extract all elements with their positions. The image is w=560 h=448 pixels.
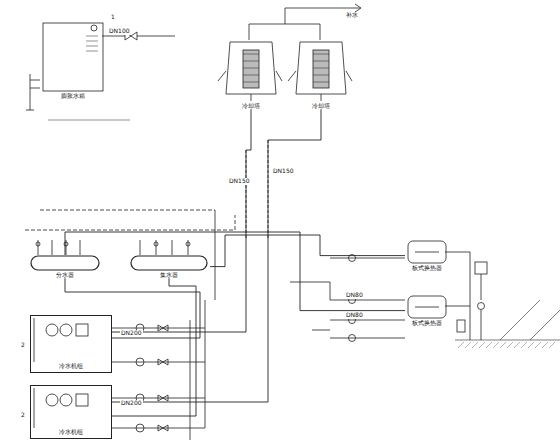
node-label: 集水器 [128, 271, 210, 278]
water-header: 分水器 [28, 255, 102, 278]
ground-hatch [458, 342, 464, 348]
node-label: 膨胀水箱 [40, 92, 106, 99]
callout-number: 1 [110, 14, 116, 21]
pipe-connector [112, 109, 321, 402]
pipe-connector [112, 109, 251, 332]
ground-hatch [514, 342, 520, 348]
pipe-label: DN80 [345, 312, 364, 319]
ground-hatch [465, 342, 471, 348]
ground-hatch [493, 342, 499, 348]
node-label: 板式换热器 [405, 264, 449, 271]
ground-hatch [549, 342, 555, 348]
expansion-tank: 膨胀水箱 [40, 22, 106, 99]
node-label: 冷水机组 [31, 428, 111, 435]
header-figure [30, 255, 100, 271]
pipe-label: DN80 [345, 292, 364, 299]
heat-exchanger: 板式换热器 [405, 240, 449, 271]
ground-hatch [528, 342, 534, 348]
chiller-box: 冷水机组 [30, 315, 112, 373]
node-label: 冷却塔 [222, 102, 280, 109]
pipe-connector [65, 232, 405, 311]
node-label: 板式换热器 [405, 319, 449, 326]
callout-number: 2 [20, 342, 26, 349]
pipe-label: 补水 [345, 12, 359, 19]
pipe-connector [112, 278, 196, 416]
pipe-label: DN150 [272, 168, 295, 175]
ground-hatch [500, 342, 506, 348]
cooling-tower: 冷却塔 [222, 40, 280, 109]
pipe-connector [210, 235, 405, 267]
ground-hatch [472, 342, 478, 348]
node-label: 分水器 [28, 271, 102, 278]
heat-exchanger: 板式换热器 [405, 295, 449, 326]
node-label: 冷水机组 [31, 362, 111, 369]
tower-figure [224, 40, 278, 102]
water-header: 集水器 [128, 255, 210, 278]
ground-hatch [542, 342, 548, 348]
node-label: 冷却塔 [292, 102, 350, 109]
cooling-tower: 冷却塔 [292, 40, 350, 109]
pipe-label: DN150 [228, 178, 251, 185]
pipe-label: DN200 [120, 330, 143, 337]
ground-hatch [507, 342, 513, 348]
hx-figure [407, 240, 447, 264]
callout-number: 2 [20, 412, 26, 419]
pipe-label: DN200 [120, 400, 143, 407]
header-figure [130, 255, 208, 271]
ground-hatch [479, 342, 485, 348]
chiller-box: 冷水机组 [30, 385, 112, 439]
ground-hatch [521, 342, 527, 348]
ground-hatch [535, 342, 541, 348]
tower-figure [294, 40, 348, 102]
hx-figure [407, 295, 447, 319]
ground-hatch [486, 342, 492, 348]
tank-figure [42, 22, 104, 92]
pipe-connector [65, 278, 200, 338]
pipe-label: DN100 [108, 28, 131, 35]
